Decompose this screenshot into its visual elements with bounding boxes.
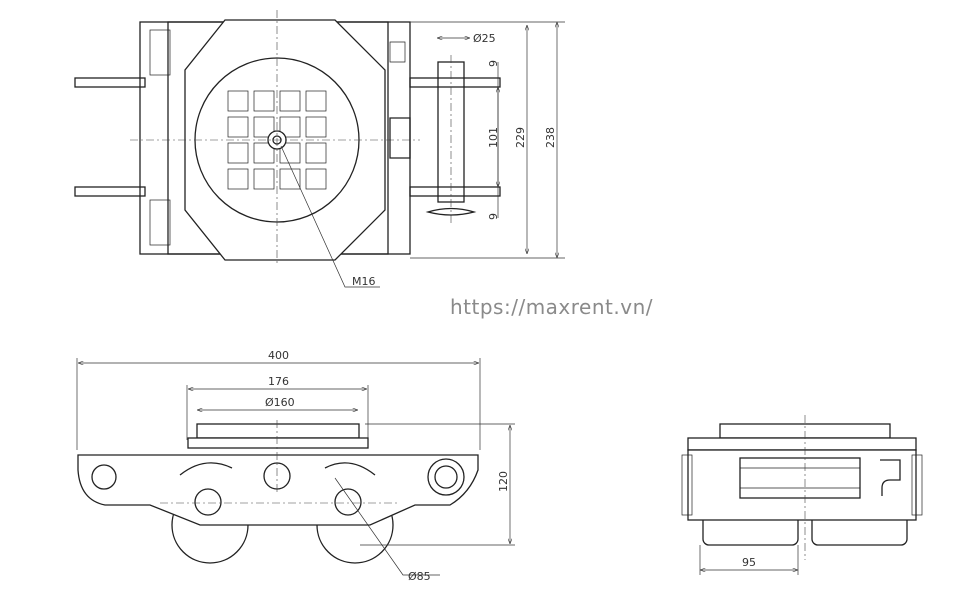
grid-cell (253, 142, 275, 164)
grid-cell (227, 116, 249, 138)
side-view: 400 176 Ø160 120 Ø85 (76, 349, 515, 583)
grid-cell (279, 90, 301, 112)
turntable-grid (227, 90, 327, 190)
dim-176: 176 (268, 375, 289, 388)
grid-cell (253, 168, 275, 190)
wheel-diameter-label: Ø85 (408, 570, 431, 583)
dim-95: 95 (742, 556, 756, 569)
grid-cell (227, 142, 249, 164)
end-view: 95 (681, 415, 923, 575)
dim-160: Ø160 (265, 396, 295, 409)
top-view: Ø25 9 101 9 229 238 M16 (74, 10, 565, 288)
pin-diameter-label: Ø25 (473, 32, 496, 45)
grid-cell (279, 142, 301, 164)
thread-label: M16 (352, 275, 376, 288)
dim-9-bottom: 9 (487, 213, 500, 220)
grid-cell (279, 168, 301, 190)
dim-229: 229 (514, 127, 527, 148)
grid-cell (227, 168, 249, 190)
grid-cell (305, 168, 327, 190)
dim-238: 238 (544, 127, 557, 148)
grid-cell (279, 116, 301, 138)
grid-cell (227, 90, 249, 112)
dim-9-top: 9 (487, 60, 500, 67)
dim-101: 101 (487, 127, 500, 148)
dim-400: 400 (268, 349, 289, 362)
dim-120: 120 (497, 471, 510, 492)
grid-cell (305, 142, 327, 164)
watermark: https://maxrent.vn/ (450, 295, 653, 319)
grid-cell (305, 116, 327, 138)
grid-cell (253, 116, 275, 138)
grid-cell (253, 90, 275, 112)
grid-cell (305, 90, 327, 112)
